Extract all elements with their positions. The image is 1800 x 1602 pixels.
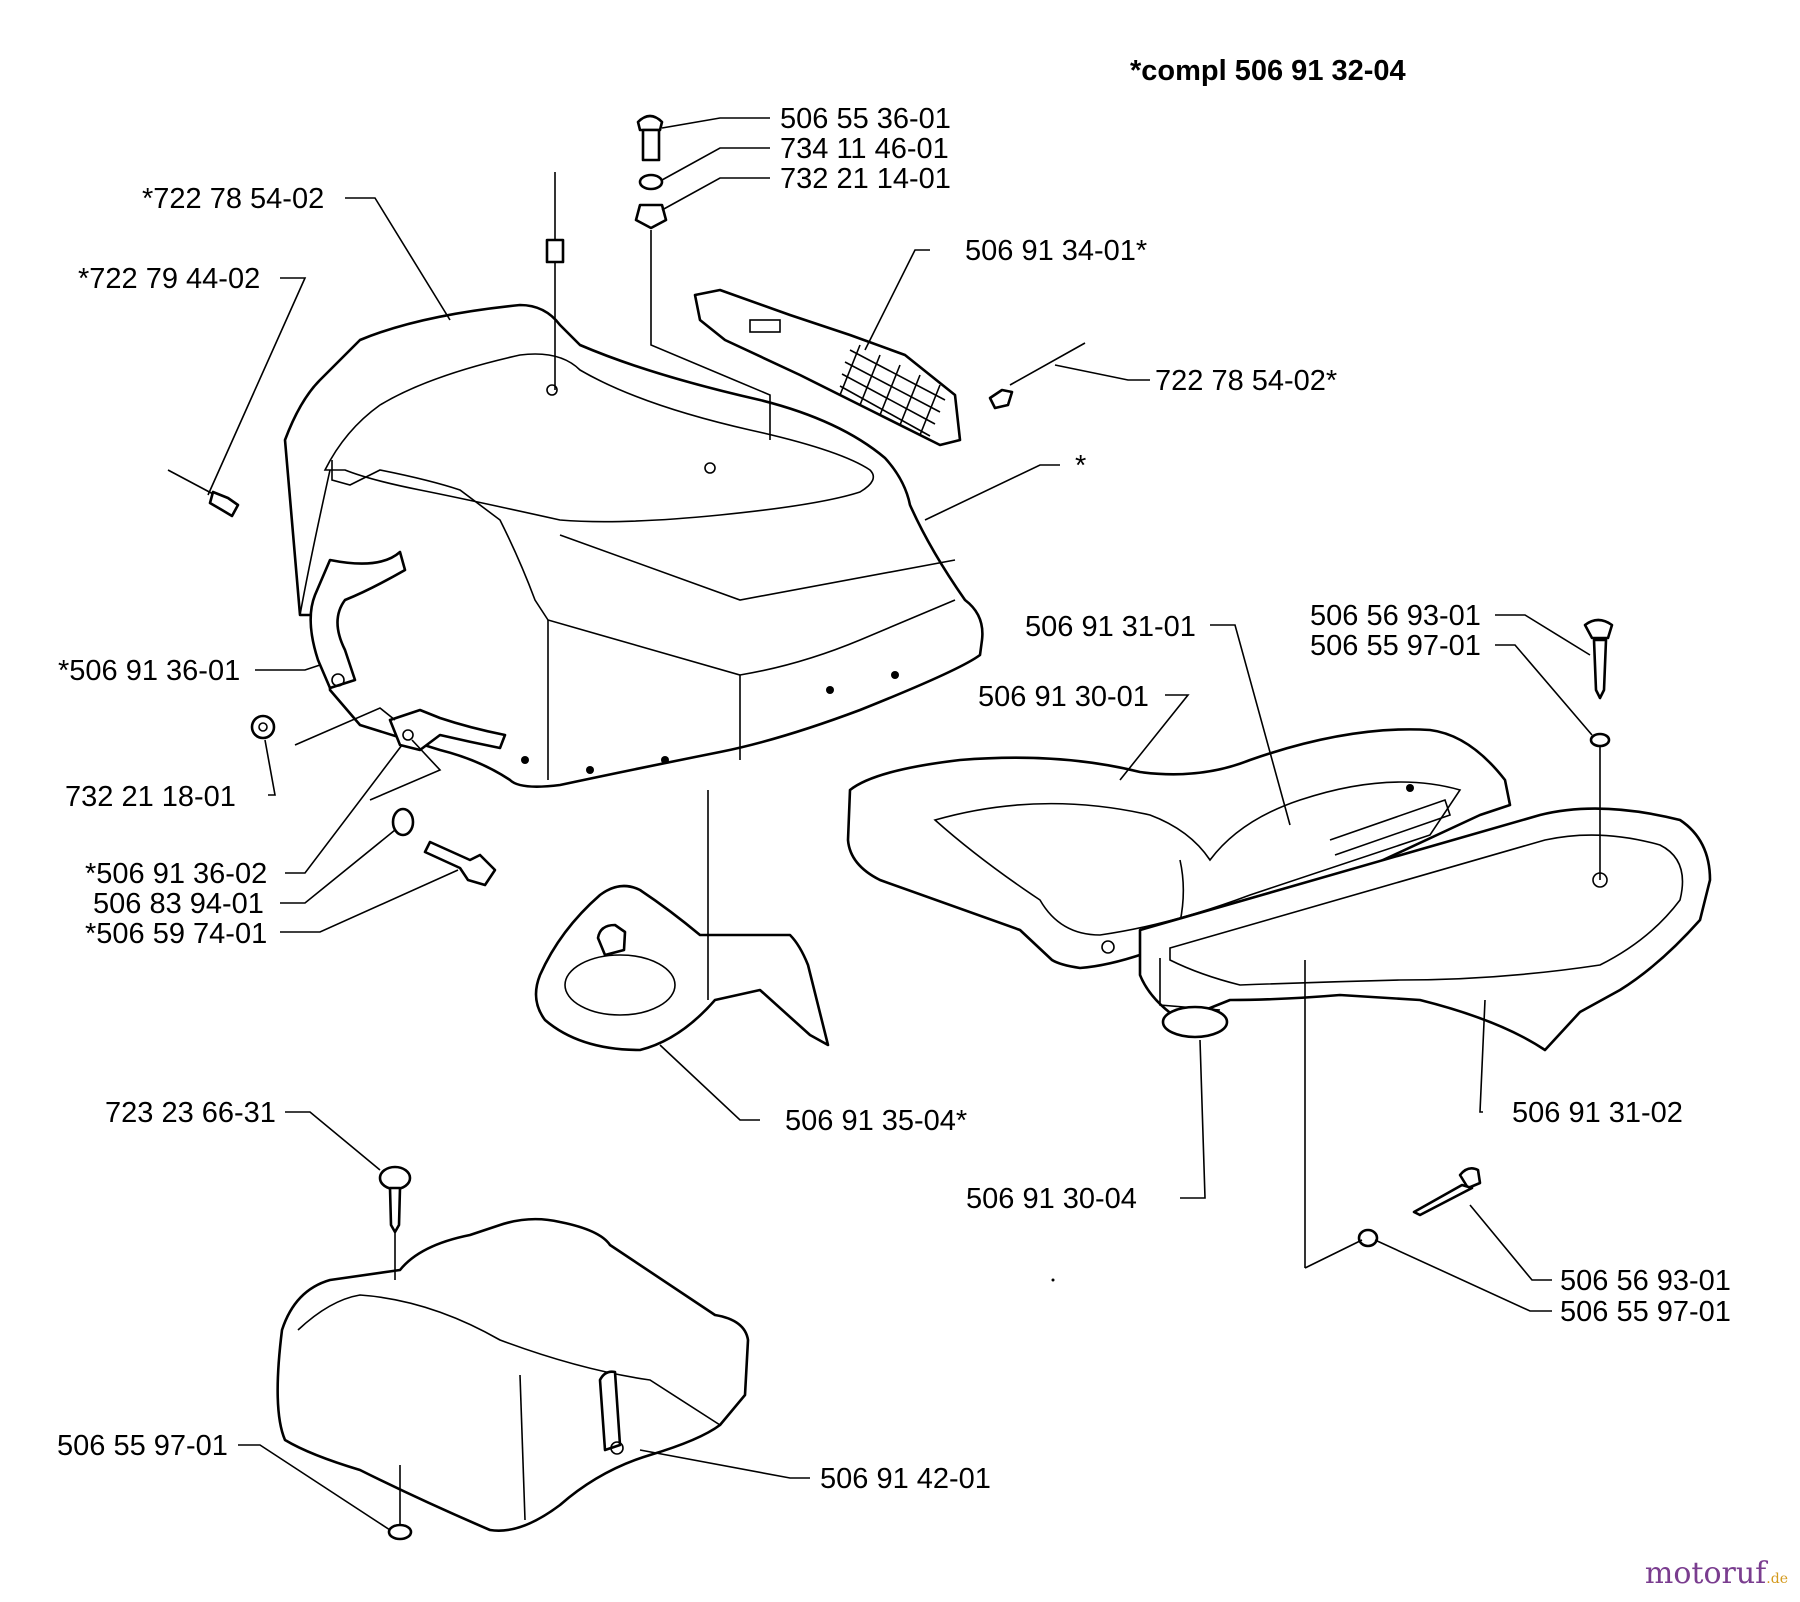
label-722-78-54-02-right: 722 78 54-02* (1155, 365, 1337, 397)
seat-pan-part (846, 728, 1512, 970)
label-506-56-93-01-top: 506 56 93-01 (1310, 600, 1481, 632)
label-506-91-30-04: 506 91 30-04 (966, 1183, 1137, 1215)
hood-part (283, 303, 984, 788)
label-506-91-42-01: 506 91 42-01 (820, 1463, 991, 1495)
header-note: *compl 506 91 32-04 (1130, 55, 1406, 87)
label-722-79-44-02: *722 79 44-02 (78, 263, 260, 295)
label-732-21-18-01: 732 21 18-01 (65, 781, 236, 813)
right-screw-bottom (1304, 960, 1482, 1268)
label-506-55-36-01: 506 55 36-01 (780, 103, 951, 135)
grille-plate (693, 288, 962, 447)
label-506-91-34-01: 506 91 34-01* (965, 235, 1147, 267)
pin-right-part (988, 342, 1086, 410)
label-723-23-66-31: 723 23 66-31 (105, 1097, 276, 1129)
label-506-59-74-01: *506 59 74-01 (85, 918, 267, 950)
label-506-91-36-02: *506 91 36-02 (85, 858, 267, 890)
label-506-91-35-04: 506 91 35-04* (785, 1105, 967, 1137)
label-722-78-54-02-left: *722 78 54-02 (142, 183, 324, 215)
label-734-11-46-01: 734 11 46-01 (780, 133, 949, 165)
stray-dot (1051, 1278, 1055, 1282)
label-506-55-97-01-left: 506 55 97-01 (57, 1430, 228, 1462)
watermark-logo: motoruf.de (1645, 1556, 1788, 1591)
label-732-21-14-01: 732 21 14-01 (780, 163, 951, 195)
watermark-tld: .de (1766, 1571, 1788, 1587)
label-506-91-36-01: *506 91 36-01 (58, 655, 240, 687)
washer-part (391, 807, 415, 837)
leader-lines (207, 117, 1593, 1531)
washer-bottom-part (387, 1465, 413, 1541)
bolt-part (423, 840, 497, 887)
top-hardware (634, 114, 771, 440)
label-506-55-97-01-bottom: 506 55 97-01 (1560, 1296, 1731, 1328)
rivet-part (545, 172, 565, 390)
label-506-83-94-01: 506 83 94-01 (93, 888, 264, 920)
label-506-91-31-02: 506 91 31-02 (1512, 1097, 1683, 1129)
watermark-brand: motoruf (1644, 1556, 1767, 1591)
cup-holder-part (534, 884, 830, 1052)
bracket-lower-part (388, 708, 507, 752)
seat-front-part (1138, 807, 1712, 1052)
label-506-56-93-01-bottom: 506 56 93-01 (1560, 1265, 1731, 1297)
label-506-91-31-01: 506 91 31-01 (1025, 611, 1196, 643)
battery-cover-part (276, 1217, 750, 1532)
label-506-55-97-01-top: 506 55 97-01 (1310, 630, 1481, 662)
knob-screw-part (378, 1165, 412, 1280)
label-506-91-30-01: 506 91 30-01 (978, 681, 1149, 713)
label-asterisk: * (1075, 450, 1086, 482)
part-labels: 506 55 36-01 734 11 46-01 732 21 14-01 *… (57, 103, 1731, 1495)
right-screw-top (1583, 618, 1614, 880)
nut-part (250, 714, 276, 740)
bracket-part (309, 550, 407, 690)
pin-left-part (167, 469, 240, 518)
